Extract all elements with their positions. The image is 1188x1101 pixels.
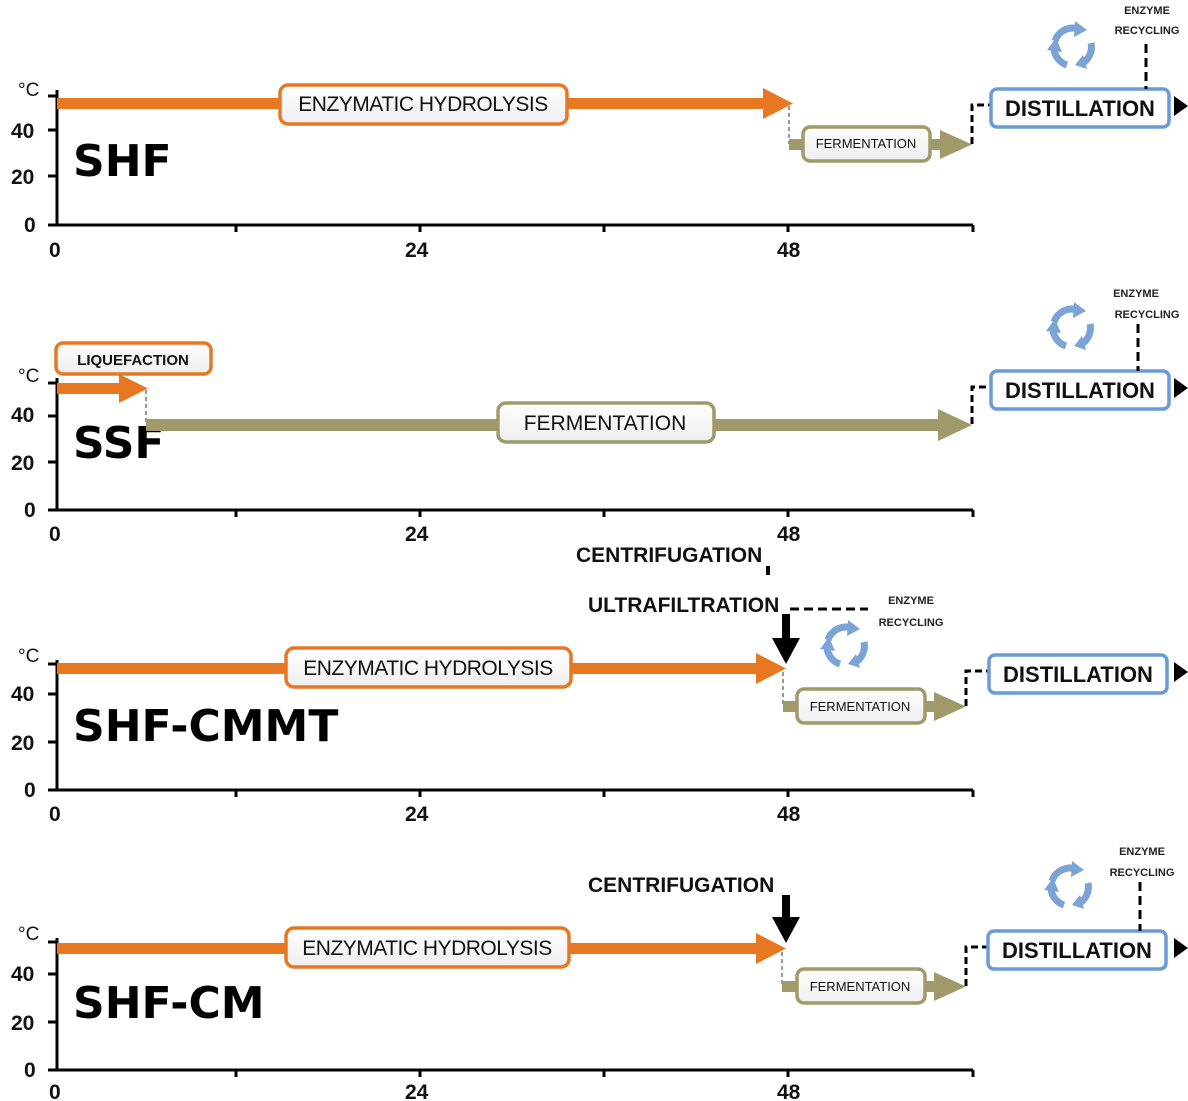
hydrolysis-box: ENZYMATIC HYDROLYSIS [278, 83, 569, 126]
distillation-box: DISTILLATION [986, 929, 1168, 971]
distillation-box: DISTILLATION [989, 369, 1171, 411]
recycling-label-top: ENZYME [1113, 288, 1159, 300]
liquefaction-arrow [57, 374, 148, 403]
x-tick-0: 0 [49, 803, 61, 826]
recycling-label-bottom: RECYCLING [879, 617, 944, 629]
y-tick-20: 20 [11, 166, 34, 189]
recycling-label-top: ENZYME [1124, 5, 1170, 17]
recycling-label-bottom: RECYCLING [1110, 867, 1175, 879]
recycling-label-bottom: RECYCLING [1115, 309, 1180, 321]
fermentation-label: FERMENTATION [810, 699, 911, 714]
y-tick-20: 20 [11, 732, 34, 755]
recycling-label-top: ENZYME [1119, 846, 1165, 858]
x-tick-48: 48 [777, 803, 801, 826]
fermentation-box: FERMENTATION [801, 125, 932, 163]
unit-label: °C [18, 366, 39, 387]
hydrolysis-box: ENZYMATIC HYDROLYSIS [284, 926, 571, 969]
panel-title: SHF-CMMT [73, 701, 338, 752]
recycling-label-top: ENZYME [888, 595, 934, 607]
hydrolysis-label: ENZYMATIC HYDROLYSIS [298, 93, 548, 116]
x-tick-24: 24 [405, 803, 429, 826]
y-tick-40: 40 [11, 963, 34, 986]
y-tick-20: 20 [11, 1012, 34, 1035]
liquefaction-label: LIQUEFACTION [77, 352, 189, 369]
hydrolysis-box: ENZYMATIC HYDROLYSIS [284, 646, 573, 689]
distillation-label: DISTILLATION [1002, 938, 1152, 963]
output-arrow-icon [1174, 662, 1188, 682]
distillation-box: DISTILLATION [987, 653, 1169, 695]
panel-shf-cm: °C 40 20 0 0 24 48 SHF-CM CENTRIFUGATION… [11, 846, 1188, 1101]
recycle-icon [820, 620, 868, 668]
y-tick-0: 0 [24, 499, 36, 522]
x-tick-48: 48 [777, 1081, 801, 1101]
axes-shf: °C 40 20 0 0 24 48 [11, 80, 975, 262]
fermentation-box: FERMENTATION [496, 401, 716, 444]
recycle-icon [1044, 861, 1092, 909]
fermentation-label: FERMENTATION [524, 412, 687, 435]
x-tick-24: 24 [405, 239, 429, 262]
axes-shf-cmmt: °C 40 20 0 0 24 48 [11, 646, 975, 826]
y-tick-40: 40 [11, 120, 34, 143]
x-tick-48: 48 [777, 523, 801, 546]
x-tick-48: 48 [777, 239, 801, 262]
fermentation-label: FERMENTATION [810, 979, 911, 994]
output-arrow-icon [1174, 938, 1188, 958]
recycle-icon [1047, 21, 1095, 69]
centrifugation-label: CENTRIFUGATION [588, 874, 774, 897]
unit-label: °C [18, 80, 39, 101]
distillation-box: DISTILLATION [989, 87, 1171, 129]
fermentation-box: FERMENTATION [795, 967, 927, 1005]
recycling-label-bottom: RECYCLING [1115, 25, 1180, 37]
distillation-label: DISTILLATION [1005, 96, 1155, 121]
panel-ssf: °C 40 20 0 0 24 48 SSF LIQUEFACTION FERM… [11, 288, 1188, 546]
y-tick-40: 40 [11, 404, 34, 427]
panel-shf-cmmt: °C 40 20 0 0 24 48 SHF-CMMT CENTRIFUGATI… [11, 544, 1188, 826]
hydrolysis-label: ENZYMATIC HYDROLYSIS [303, 657, 553, 680]
x-tick-0: 0 [49, 523, 61, 546]
unit-label: °C [18, 646, 39, 667]
distillation-label: DISTILLATION [1005, 378, 1155, 403]
x-tick-24: 24 [405, 523, 429, 546]
axes-ssf: °C 40 20 0 0 24 48 [11, 366, 975, 546]
centrifugation-label: CENTRIFUGATION [576, 544, 762, 567]
output-arrow-icon [1174, 96, 1188, 116]
down-arrow-icon [772, 614, 800, 664]
panel-shf: °C 40 20 0 0 24 48 SHF ENZYMATIC HYDROLY… [11, 5, 1188, 262]
y-tick-0: 0 [24, 779, 36, 802]
fermentation-label: FERMENTATION [816, 136, 917, 151]
x-tick-0: 0 [49, 239, 61, 262]
axes-shf-cm: °C 40 20 0 0 24 48 [11, 924, 975, 1101]
output-arrow-icon [1174, 378, 1188, 398]
panel-title: SHF-CM [73, 978, 265, 1029]
unit-label: °C [18, 924, 39, 945]
y-tick-20: 20 [11, 452, 34, 475]
distillation-label: DISTILLATION [1003, 662, 1153, 687]
x-tick-0: 0 [49, 1081, 61, 1101]
y-tick-40: 40 [11, 683, 34, 706]
y-tick-0: 0 [24, 214, 36, 237]
ultrafiltration-label: ULTRAFILTRATION [588, 594, 779, 617]
hydrolysis-label: ENZYMATIC HYDROLYSIS [302, 937, 552, 960]
y-tick-0: 0 [24, 1059, 36, 1082]
x-tick-24: 24 [405, 1081, 429, 1101]
liquefaction-box: LIQUEFACTION [54, 341, 213, 376]
panel-title: SHF [73, 136, 172, 187]
fermentation-box: FERMENTATION [795, 687, 927, 725]
recycle-icon [1046, 302, 1094, 350]
down-arrow-icon [772, 895, 800, 943]
